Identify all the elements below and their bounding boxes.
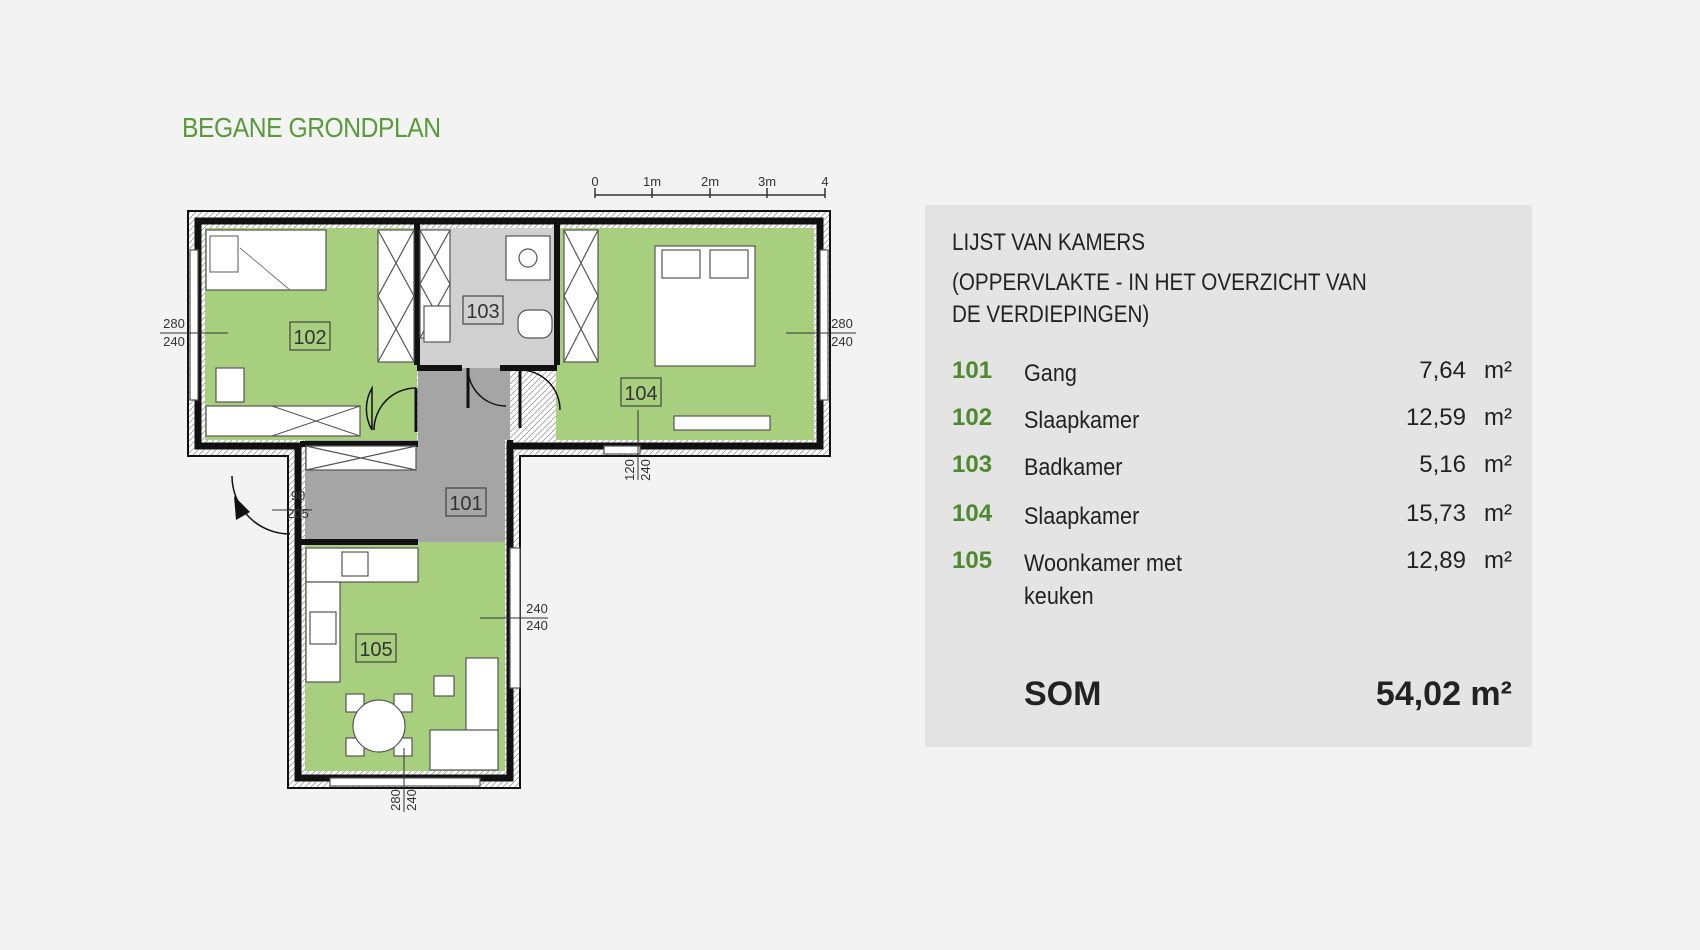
scale-label: 4 bbox=[821, 174, 828, 189]
room-number: 104 bbox=[952, 500, 993, 527]
svg-text:280: 280 bbox=[388, 789, 403, 811]
interior-walls bbox=[295, 224, 560, 545]
dimension-labels: 280 240 280 240 120 240 240 240 280 240 … bbox=[163, 316, 853, 811]
sum-value: 54,02 m² bbox=[1375, 675, 1512, 713]
room-number: 105 bbox=[952, 547, 993, 574]
scale-label: 2m bbox=[701, 174, 719, 189]
svg-text:120: 120 bbox=[622, 459, 637, 481]
room-name: Slaapkamer bbox=[1024, 407, 1140, 434]
room-labels: 101 102 103 104 105 bbox=[289, 295, 662, 663]
scale-label: 0 bbox=[591, 174, 598, 189]
room-name: Woonkamer met keuken bbox=[1024, 550, 1183, 610]
svg-text:240: 240 bbox=[526, 601, 548, 616]
room-area: 7,64 bbox=[1419, 357, 1466, 384]
svg-text:90: 90 bbox=[291, 488, 305, 503]
room-list-subheading-2: DE VERDIEPINGEN) bbox=[952, 301, 1150, 328]
dining-table bbox=[345, 693, 413, 757]
sofa bbox=[429, 657, 499, 771]
room-number: 103 bbox=[952, 451, 993, 478]
kitchen-counter bbox=[305, 547, 419, 683]
room-unit: m² bbox=[1484, 451, 1512, 478]
svg-text:240: 240 bbox=[831, 334, 853, 349]
room-area: 12,59 bbox=[1405, 404, 1466, 431]
room-list-heading: LIJST VAN KAMERS bbox=[952, 229, 1146, 256]
room-number: 101 bbox=[952, 357, 993, 384]
sum-label: SOM bbox=[1024, 675, 1102, 713]
room-label-104: 104 bbox=[624, 383, 657, 405]
room-area: 12,89 bbox=[1405, 547, 1466, 574]
bed-102 bbox=[205, 229, 327, 291]
room-label-103: 103 bbox=[466, 301, 499, 323]
room-list-subheading: (OPPERVLAKTE - IN HET OVERZICHT VAN bbox=[952, 269, 1367, 296]
room-area: 15,73 bbox=[1405, 500, 1466, 527]
svg-text:280: 280 bbox=[831, 316, 853, 331]
room-label-105: 105 bbox=[359, 639, 392, 661]
doors bbox=[231, 367, 561, 535]
svg-text:280: 280 bbox=[163, 316, 185, 331]
room-name: Badkamer bbox=[1024, 454, 1123, 481]
svg-text:240: 240 bbox=[163, 334, 185, 349]
floor-plan-drawing: 0 1m 2m 3m 4 bbox=[160, 174, 856, 812]
room-list-panel: LIJST VAN KAMERS (OPPERVLAKTE - IN HET O… bbox=[925, 205, 1532, 747]
room-unit: m² bbox=[1484, 547, 1512, 574]
svg-text:240: 240 bbox=[526, 618, 548, 633]
room-unit: m² bbox=[1484, 404, 1512, 431]
room-unit: m² bbox=[1484, 357, 1512, 384]
dimension-lines bbox=[160, 332, 856, 812]
scale-bar: 0 1m 2m 3m 4 bbox=[591, 174, 829, 198]
room-unit: m² bbox=[1484, 500, 1512, 527]
floor-plan-title: BEGANE GRONDPLAN bbox=[182, 112, 441, 143]
room-label-101: 101 bbox=[449, 493, 482, 515]
svg-text:240: 240 bbox=[638, 459, 653, 481]
entrance-arrow bbox=[234, 496, 250, 520]
room-label-102: 102 bbox=[293, 327, 326, 349]
bed-104 bbox=[654, 245, 771, 431]
room-name: Slaapkamer bbox=[1024, 503, 1140, 530]
bathroom-fixtures bbox=[423, 235, 553, 343]
room-number: 102 bbox=[952, 404, 993, 431]
scale-label: 1m bbox=[643, 174, 661, 189]
svg-text:205: 205 bbox=[287, 506, 309, 521]
svg-text:240: 240 bbox=[404, 789, 419, 811]
scale-label: 3m bbox=[758, 174, 776, 189]
room-name: Gang bbox=[1024, 360, 1077, 387]
room-area: 5,16 bbox=[1419, 451, 1466, 478]
desk-102 bbox=[205, 367, 361, 437]
